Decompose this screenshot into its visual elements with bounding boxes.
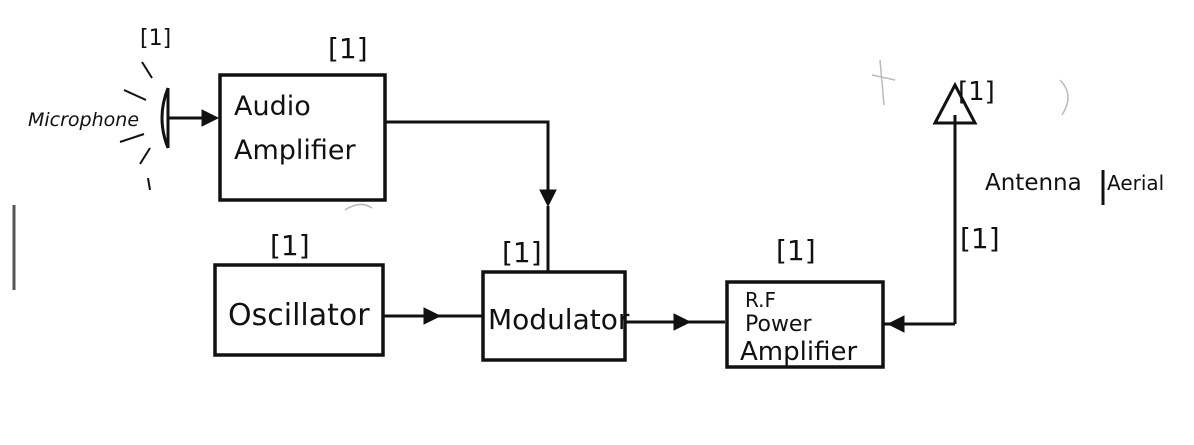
- sound-ray: [147, 177, 151, 191]
- amp-to-modulator-arrow: [539, 189, 557, 208]
- aerial-label: Aerial: [1107, 171, 1164, 195]
- rf-power-amplifier-mark: [1]: [776, 234, 816, 267]
- antenna-mark-bottom: [1]: [960, 222, 1000, 255]
- antenna-label: Antenna: [985, 170, 1082, 196]
- audio-amplifier-line2: Amplifier: [234, 135, 357, 166]
- modulator-mark: [1]: [502, 236, 542, 269]
- audio-amplifier-mark: [1]: [328, 32, 368, 65]
- rf-output-arrow: [886, 315, 905, 333]
- modulator-box: [481, 270, 627, 362]
- antenna: [1] [1] Antenna Aerial: [932, 77, 1164, 255]
- antenna-icon: [932, 81, 978, 125]
- microphone-label: Microphone: [28, 109, 139, 131]
- microphone-mark: [1]: [140, 26, 171, 51]
- mic-to-amp-arrow: [201, 109, 220, 127]
- audio-amplifier-line1: Audio: [234, 91, 311, 122]
- scan-smudge: [344, 203, 373, 211]
- amp-to-modulator-wire: [385, 120, 550, 198]
- antenna-mark-top: [1]: [958, 77, 995, 107]
- osc-to-modulator-arrow: [423, 307, 442, 325]
- sound-ray: [123, 89, 147, 101]
- rf-line1: R.F: [745, 288, 776, 312]
- oscillator-mark: [1]: [270, 229, 310, 262]
- rf-line2: Power: [745, 312, 812, 337]
- sound-ray: [119, 133, 145, 143]
- rf-power-amplifier-block: R.F Power Amplifier [1]: [725, 234, 885, 369]
- microphone: Microphone [1]: [28, 26, 171, 191]
- modulator-block: Modulator [1]: [481, 236, 630, 362]
- oscillator-box: [213, 263, 385, 357]
- scan-smudge: [871, 59, 896, 106]
- scan-smudge: [1059, 79, 1069, 116]
- audio-amplifier-box: [218, 73, 387, 202]
- sound-ray: [141, 61, 153, 79]
- oscillator-block: Oscillator [1]: [213, 229, 385, 357]
- microphone-diaphragm: [160, 87, 170, 149]
- audio-amplifier-block: Audio Amplifier [1]: [218, 32, 387, 202]
- modulator-label: Modulator: [488, 303, 630, 336]
- oscillator-label: Oscillator: [228, 298, 370, 333]
- sound-ray: [139, 147, 151, 165]
- rf-line3: Amplifier: [740, 337, 857, 367]
- modulator-to-rf-arrow: [673, 313, 692, 331]
